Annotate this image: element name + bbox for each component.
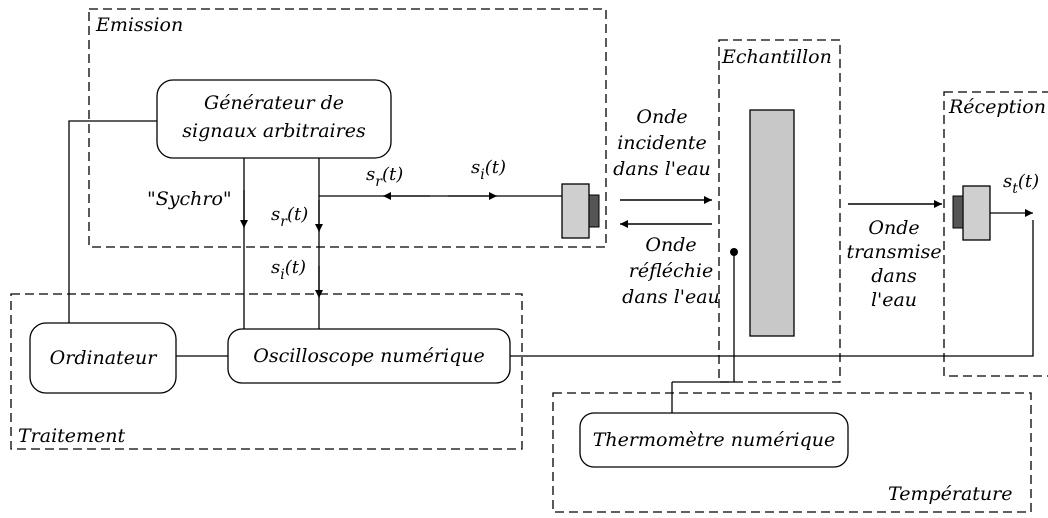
incident-wave-label: Onde incidente dans l'eau xyxy=(613,106,711,180)
thermometer-label: Thermomètre numérique xyxy=(593,429,836,451)
sample-group-box xyxy=(718,39,841,383)
svg-text:incidente: incidente xyxy=(617,132,707,154)
svg-text:l'eau: l'eau xyxy=(871,289,917,311)
thermometer-box xyxy=(579,412,849,468)
reflected-wave-label: Onde réfléchie dans l'eau xyxy=(622,234,720,308)
emission-group-label: Emission xyxy=(95,14,183,36)
computer-label: Ordinateur xyxy=(50,347,159,369)
svg-text:Onde: Onde xyxy=(645,234,696,256)
oscilloscope-receiver-wire xyxy=(510,220,1034,357)
generator-box xyxy=(156,79,392,159)
temperature-group-label: Température xyxy=(888,483,1012,505)
sync-label: "Sychro" xyxy=(147,188,232,210)
signal-i-label-vertical: si(t) xyxy=(271,257,306,283)
emission-group-box xyxy=(88,8,607,248)
receiver-transducer xyxy=(952,185,991,241)
oscilloscope-label: Oscilloscope numérique xyxy=(253,345,484,367)
processing-group-label: Traitement xyxy=(18,425,126,447)
reception-group-label: Réception xyxy=(948,96,1046,118)
sample-group-label: Echantillon xyxy=(721,46,832,68)
svg-text:dans l'eau: dans l'eau xyxy=(622,286,720,308)
sample-slab xyxy=(749,109,795,337)
generator-computer-wire xyxy=(68,120,157,323)
transmitted-wave-label: Onde transmise dans l'eau xyxy=(846,217,941,311)
signal-r-label-vertical: sr(t) xyxy=(271,204,308,230)
svg-text:transmise: transmise xyxy=(846,241,941,263)
generator-label-line2: signaux arbitraires xyxy=(182,120,366,142)
processing-group-box xyxy=(10,293,523,450)
svg-text:dans l'eau: dans l'eau xyxy=(613,158,711,180)
thermometer-probe-wire-inside xyxy=(672,252,735,383)
svg-text:Onde: Onde xyxy=(868,217,919,239)
thermometer-probe-tip xyxy=(730,248,738,256)
svg-text:dans: dans xyxy=(871,265,917,287)
generator-label-line1: Générateur de xyxy=(204,92,344,114)
signal-r-label-top: sr(t) xyxy=(366,164,403,190)
oscilloscope-box xyxy=(227,328,511,384)
signal-t-label: st(t) xyxy=(1003,171,1039,197)
computer-box xyxy=(29,322,177,394)
svg-text:Onde: Onde xyxy=(636,106,687,128)
signal-i-label-top: si(t) xyxy=(471,157,506,183)
temperature-group-box xyxy=(552,392,1032,513)
emitter-transducer xyxy=(561,183,600,239)
reception-group-box xyxy=(943,91,1048,377)
svg-text:réfléchie: réfléchie xyxy=(629,260,713,282)
